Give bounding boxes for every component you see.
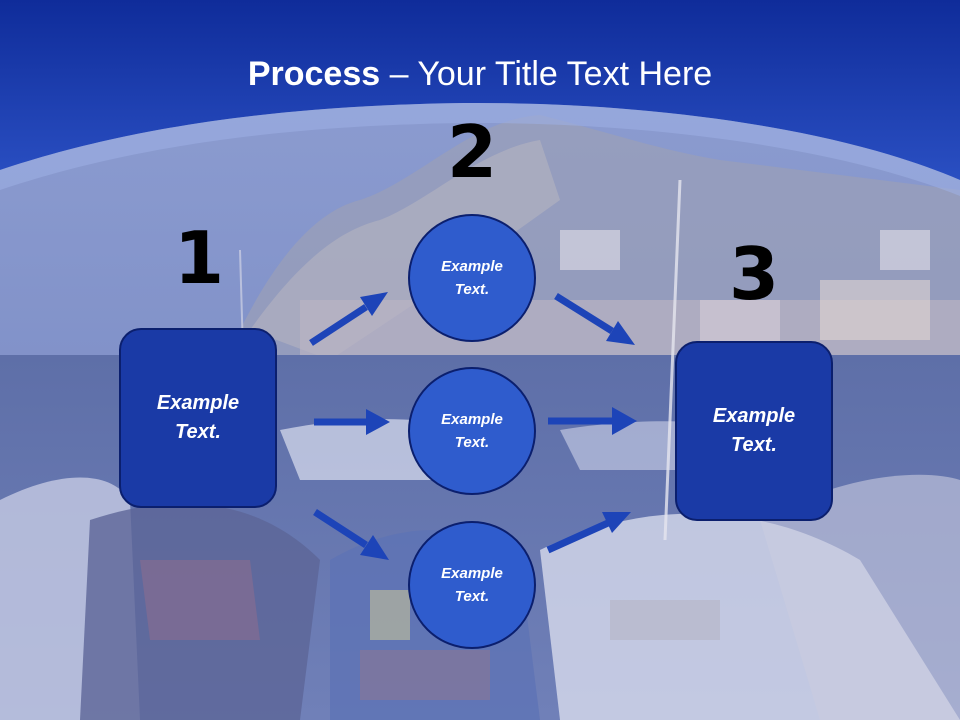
step-circle-bottom-text: Example Text. (441, 565, 503, 605)
step-box-1: Example Text. (119, 328, 277, 508)
step-circle-middle-text: Example Text. (441, 411, 503, 451)
step-number-1: 1 (173, 216, 225, 300)
slide-title: Process – Your Title Text Here (0, 52, 960, 96)
step-circle-top: Example Text. (408, 214, 536, 342)
title-rest: – Your Title Text Here (380, 55, 713, 93)
step-number-3: 3 (728, 232, 780, 316)
step-box-3: Example Text. (675, 341, 833, 521)
step-number-2: 2 (446, 110, 498, 194)
step-circle-middle: Example Text. (408, 367, 536, 495)
step-circle-bottom: Example Text. (408, 521, 536, 649)
step-box-3-text: Example Text. (712, 405, 796, 456)
title-bold: Process (247, 55, 381, 93)
step-box-1-text: Example Text. (156, 392, 240, 443)
step-circle-top-text: Example Text. (441, 258, 503, 298)
